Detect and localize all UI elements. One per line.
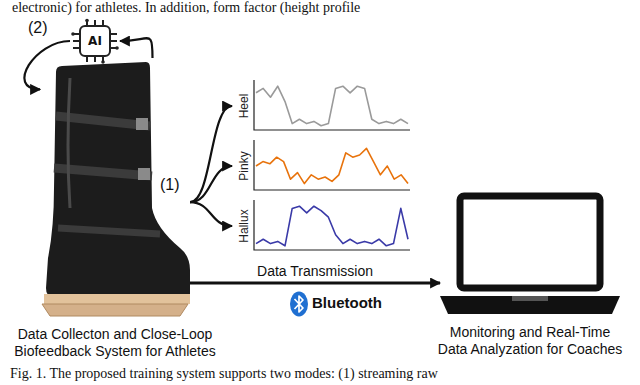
boot-body [46, 62, 190, 296]
bluetooth-logo [289, 291, 309, 317]
chart-axes [254, 140, 410, 190]
pin-dot [101, 60, 105, 64]
signal-line [256, 148, 408, 183]
pin-dot [85, 19, 89, 23]
laptop-screen [460, 196, 600, 288]
connector-arrow [190, 106, 232, 202]
buckle [138, 168, 150, 180]
edge-label: Data Transmission [254, 263, 376, 279]
pin-dot [115, 46, 119, 50]
laptop-notch [512, 296, 548, 301]
boot-strap [56, 116, 150, 126]
coach-caption: Monitoring and Real-Time Data Analyzatio… [428, 324, 633, 358]
pinky-plot: Pinky [232, 138, 412, 194]
chip-body [80, 26, 110, 56]
signal-chart [232, 198, 412, 254]
chart-axes [254, 80, 410, 130]
bluetooth-label: Bluetooth [312, 294, 382, 311]
signal-line [256, 86, 408, 126]
laptop-node: Monitoring and Real-Time Data Analyzatio… [440, 190, 620, 318]
system-caption: Data Collecton and Close-Loop Biofeedbac… [3, 326, 228, 360]
boot-strap [58, 228, 160, 234]
callout-number: (2) [28, 19, 48, 37]
connector-arrow [190, 282, 440, 285]
laptop-base [440, 296, 620, 314]
signal-line [256, 206, 408, 246]
chip-pins [73, 20, 117, 62]
connector-arrow [120, 38, 153, 58]
ai-chip-node: AI [70, 18, 120, 64]
cut-body-text: electronic) for athletes. In addition, f… [12, 0, 360, 16]
signal-chart [232, 78, 412, 134]
hallux-plot: Hallux [232, 198, 412, 254]
buckle [136, 118, 148, 130]
connector-arrow [190, 202, 232, 226]
signal-chart [232, 138, 412, 194]
pin-dot [71, 32, 75, 36]
boot-sole-base [42, 304, 188, 316]
callout-number: (1) [160, 176, 180, 194]
axis-label: Pinky [237, 151, 251, 180]
chart-axes [254, 200, 410, 250]
heel-plot: Heel [232, 78, 412, 134]
axis-label: Hallux [237, 209, 251, 242]
boot-sole [44, 294, 190, 304]
laptop-icon [440, 190, 620, 318]
boot-highlight [68, 78, 70, 208]
chip-label: AI [88, 34, 102, 48]
figure-caption: Fig. 1. The proposed training system sup… [10, 366, 438, 382]
connector-arrow [190, 166, 232, 202]
axis-label: Heel [237, 94, 251, 119]
